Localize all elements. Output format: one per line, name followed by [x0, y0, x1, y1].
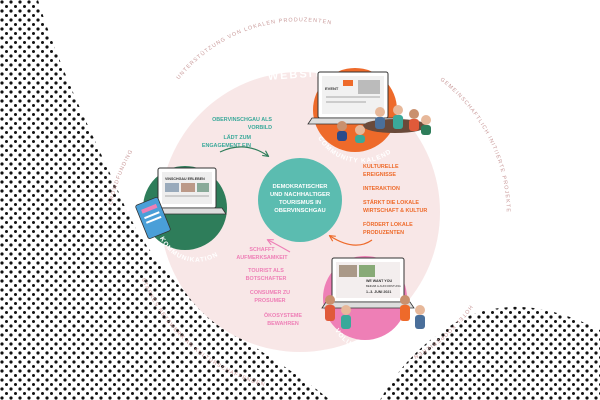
- green-arrow: [219, 146, 268, 156]
- orange-text-3: INTERAKTION: [363, 186, 400, 192]
- pink-text-2: AUFMERKSAMKEIT: [236, 255, 288, 261]
- laptop-volun-text-2: BEIDAB & AUFFORSTUNG: [366, 284, 401, 288]
- pink-text-6: PROSUMER: [254, 298, 285, 304]
- pink-arrow: [268, 240, 291, 253]
- center-text-3: TOURISMUS IN: [279, 200, 321, 206]
- orange-text-5: WIRTSCHAFT & KULTUR: [363, 208, 427, 214]
- svg-text:CROWDFUNDING: CROWDFUNDING: [108, 148, 135, 205]
- center-text-2: UND NACHHALTIGER: [270, 192, 331, 198]
- dot-texture-right: [380, 306, 600, 400]
- kommunikation-node: VINSCHGAU ERLEBEN: [135, 166, 227, 250]
- orange-text-7: PRODUZENTEN: [363, 230, 404, 236]
- green-text-1: OBERVINSCHGAU ALS: [212, 117, 272, 123]
- center-text-1: DEMOKRATISCHER: [273, 184, 329, 190]
- orange-arrow: [330, 236, 373, 246]
- orange-text-1: KULTURELLE: [363, 164, 399, 170]
- orange-text-6: FÖRDERT LOKALE: [363, 221, 413, 228]
- svg-text:GEMEINSCHAFTLICH INITIIERTE PR: GEMEINSCHAFTLICH INITIIERTE PROJEKTE: [439, 77, 511, 213]
- pink-text-5: CONSUMER ZU: [250, 290, 290, 296]
- outer-label-left: CROWDFUNDING: [108, 148, 134, 205]
- center-text-4: OBERVINSCHGAU: [274, 208, 325, 214]
- pink-text-8: BEWAHREN: [267, 321, 299, 327]
- laptop-volun-text-1: WE WANT YOU: [366, 279, 392, 283]
- pink-text-7: ÖKOSYSTEME: [264, 312, 302, 319]
- orange-text-2: EREIGNISSE: [363, 172, 396, 178]
- community-kalender-node: EVENT: [307, 68, 431, 152]
- laptop-volun-text-3: 1.-3. JUNI 2021: [366, 290, 391, 294]
- website-title: WEBSITE: [267, 67, 332, 83]
- orange-text-4: STÄRKT DIE LOKALE: [363, 199, 419, 206]
- outer-label-right: GEMEINSCHAFTLICH INITIIERTE PROJEKTE: [439, 77, 510, 213]
- green-text-2: VORBILD: [248, 125, 272, 131]
- pink-text-3: TOURIST ALS: [248, 268, 284, 274]
- voluntourism-node: WE WANT YOU BEIDAB & AUFFORSTUNG 1.-3. J…: [321, 256, 425, 340]
- center-circle: [258, 158, 342, 242]
- laptop-kalender-text: EVENT: [325, 86, 339, 91]
- laptop-kommunikation-text: VINSCHGAU ERLEBEN: [165, 177, 205, 181]
- dot-texture-left: [0, 0, 330, 400]
- pink-text-4: BOTSCHAFTER: [246, 276, 287, 282]
- green-text-3: LÄDT ZUM: [223, 134, 251, 141]
- pink-text-1: SCHAFFT: [249, 247, 275, 253]
- green-text-4: ENGAGEMENT EIN: [202, 143, 251, 149]
